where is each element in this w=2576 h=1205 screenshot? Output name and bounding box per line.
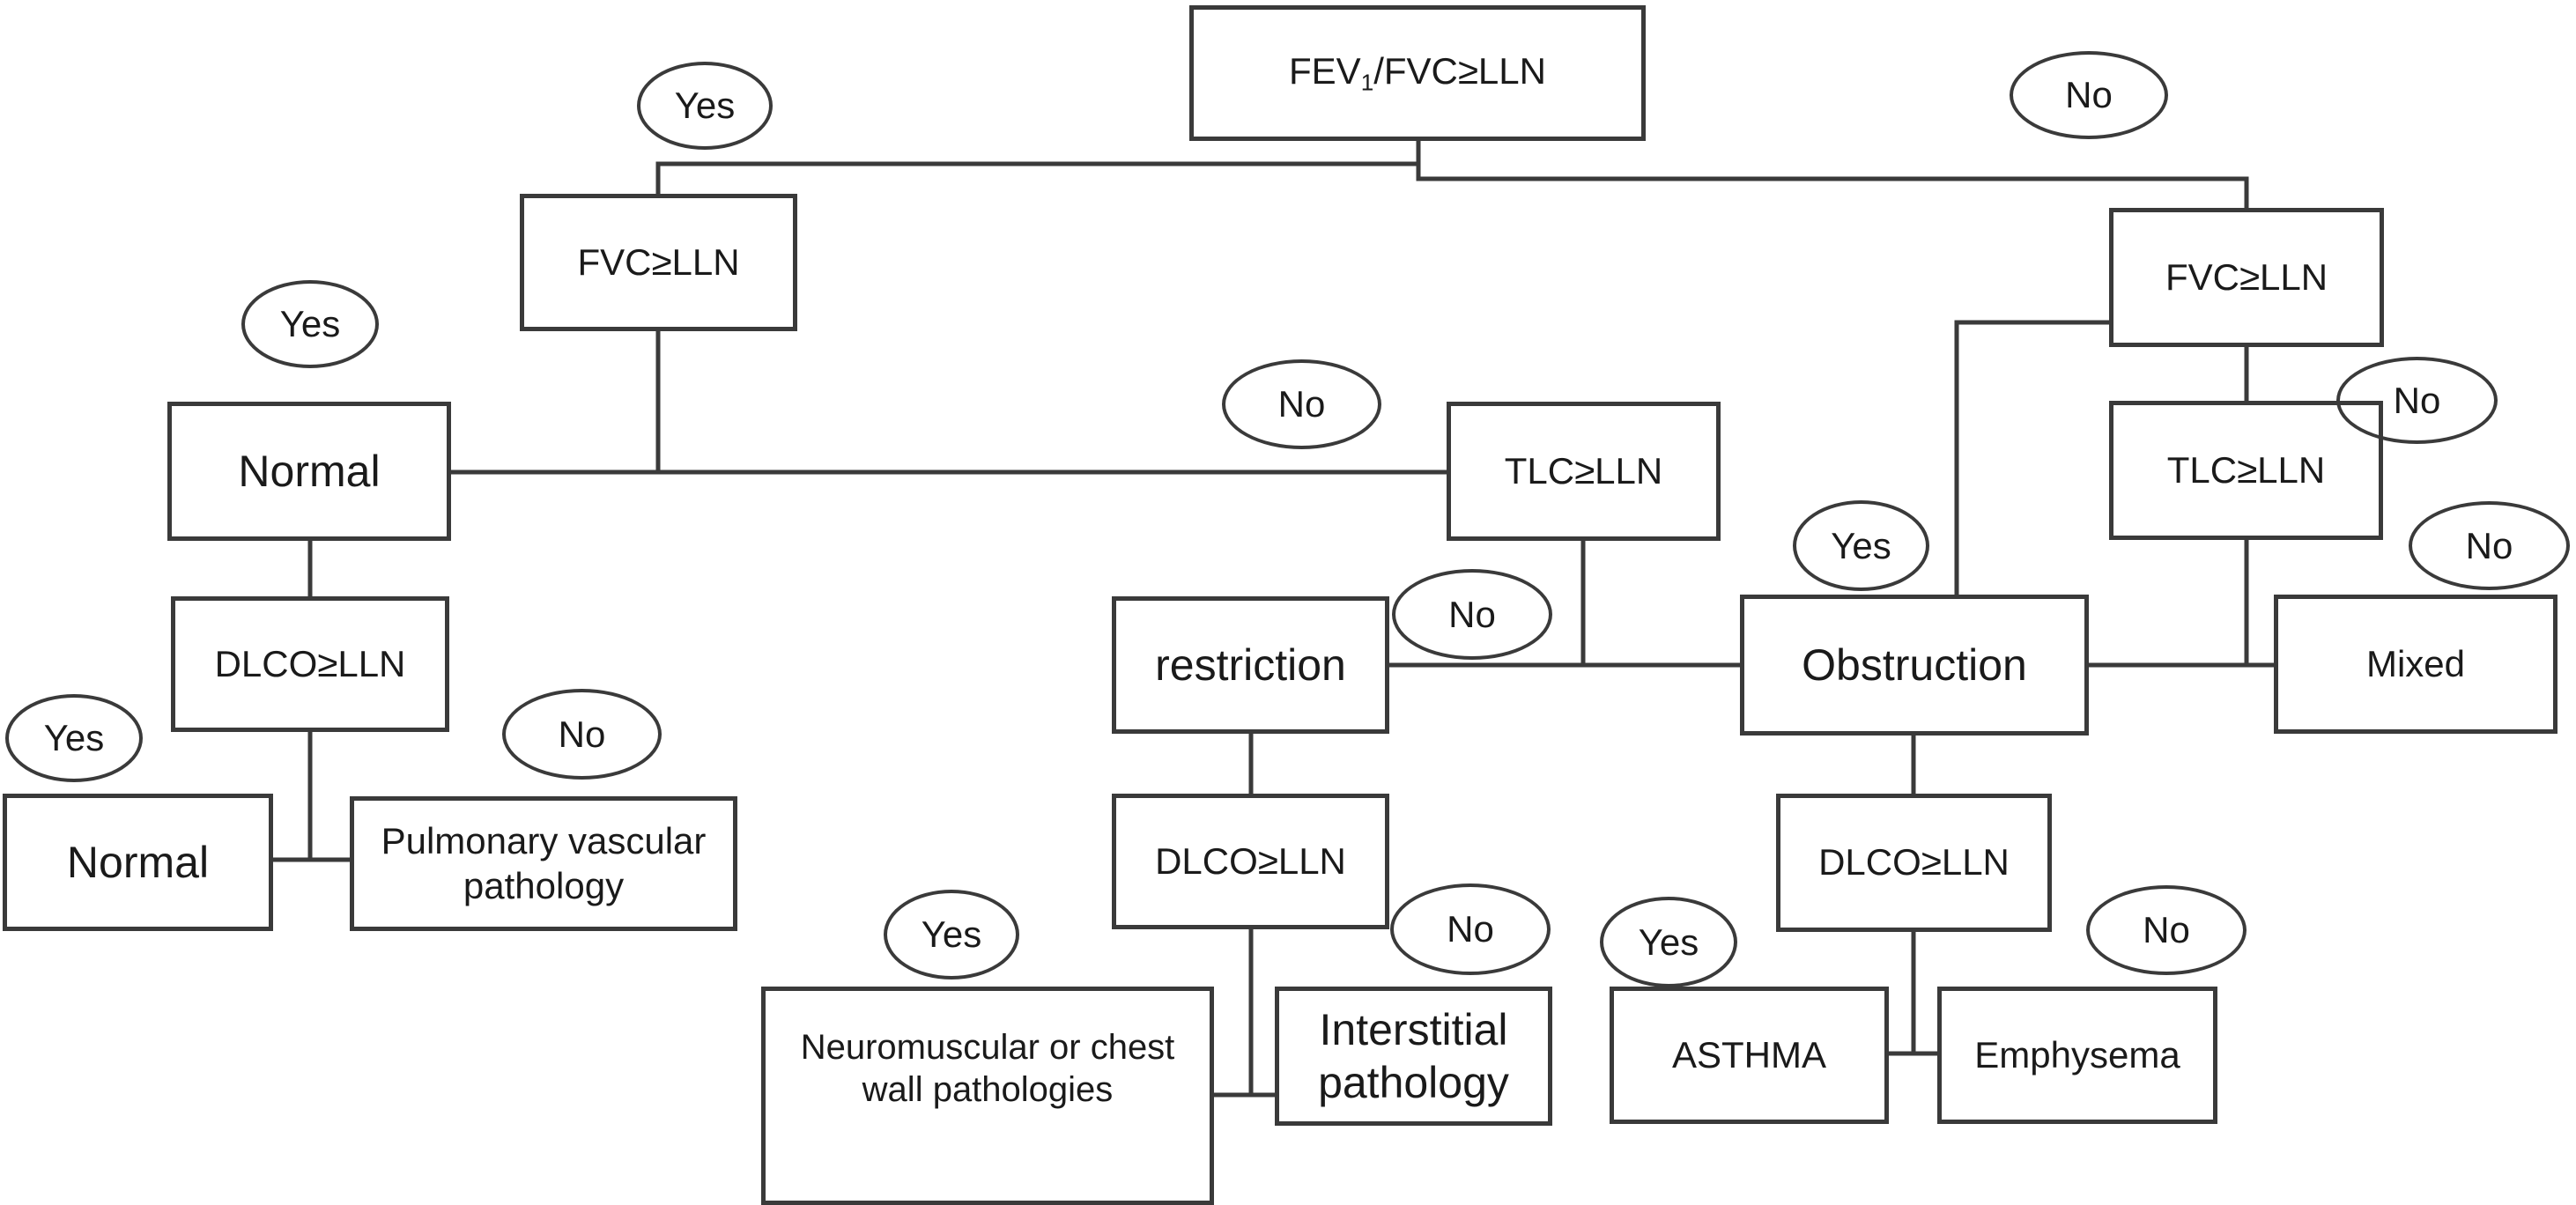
node-root: FEV1/FVC≥LLN [1189, 5, 1646, 141]
node-dlco-right: DLCO≥LLN [1776, 794, 2052, 932]
oval-dlco-right-no: No [2086, 885, 2247, 975]
node-normal-bottom: Normal [3, 794, 273, 931]
node-fvc-left: FVC≥LLN [520, 194, 797, 331]
oval-dlco-right-yes: Yes [1600, 897, 1737, 987]
oval-tlc-right-no: No [2409, 501, 2570, 590]
node-emphysema: Emphysema [1937, 987, 2217, 1124]
node-dlco-mid: DLCO≥LLN [1112, 794, 1389, 929]
node-neuromuscular: Neuromuscular or chest wall pathologies [761, 987, 1214, 1205]
oval-root-yes: Yes [637, 62, 773, 150]
oval-tlc-right-yes: Yes [1793, 500, 1929, 591]
node-normal-top: Normal [167, 402, 451, 541]
oval-dlco-left-no: No [502, 689, 662, 780]
node-interstitial: Interstitial pathology [1275, 987, 1552, 1126]
oval-fvc-left-yes: Yes [241, 280, 379, 368]
node-pulmonary-vascular: Pulmonary vascular pathology [350, 796, 737, 931]
oval-tlc-mid-no: No [1392, 569, 1552, 660]
node-tlc-right: TLC≥LLN [2109, 401, 2383, 540]
oval-dlco-mid-yes: Yes [884, 890, 1019, 980]
node-asthma: ASTHMA [1610, 987, 1889, 1124]
node-restriction: restriction [1112, 596, 1389, 734]
oval-fvc-left-no: No [1222, 359, 1381, 449]
node-obstruction: Obstruction [1740, 595, 2089, 736]
node-dlco-left: DLCO≥LLN [171, 596, 449, 732]
line-root-to-fvc-right [1416, 161, 2249, 211]
line-fvc-right-to-obstruction [1954, 320, 2112, 597]
oval-dlco-left-yes: Yes [5, 694, 143, 782]
node-tlc-mid: TLC≥LLN [1447, 402, 1721, 541]
node-fvc-right: FVC≥LLN [2109, 208, 2384, 347]
line-root-to-fvc-left [655, 138, 1421, 196]
node-mixed: Mixed [2274, 595, 2557, 734]
oval-root-no: No [2010, 51, 2168, 139]
oval-dlco-mid-no: No [1390, 883, 1551, 975]
oval-fvc-right-no: No [2336, 357, 2498, 444]
